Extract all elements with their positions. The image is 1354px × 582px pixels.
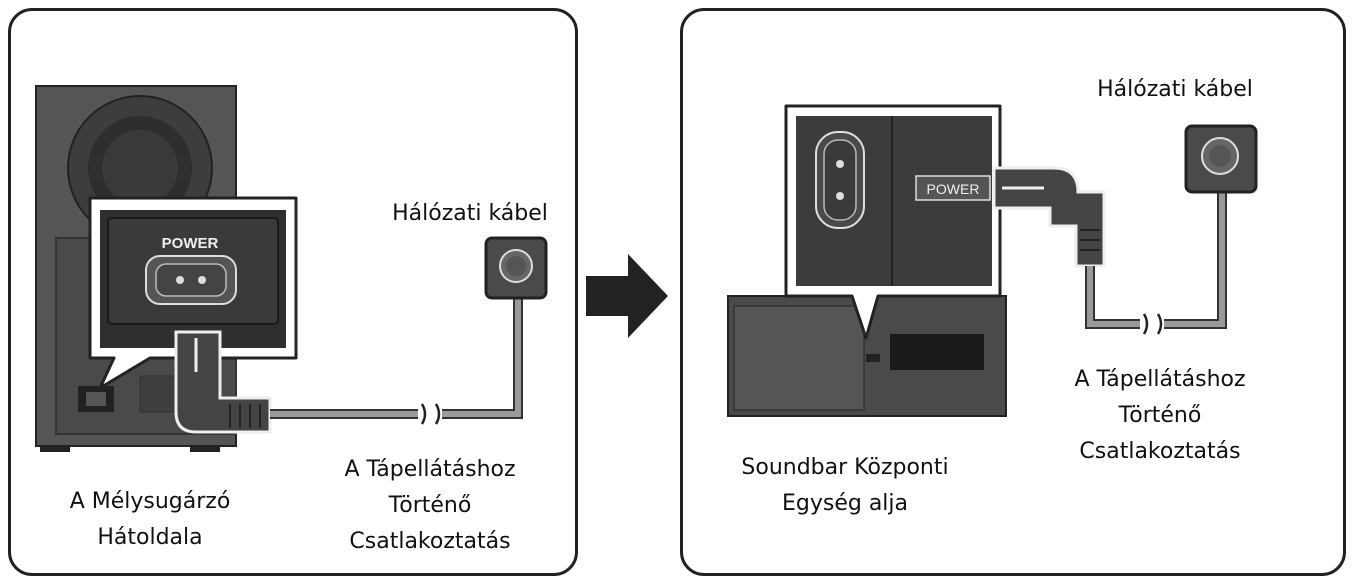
cable-label-left: Hálózati kábel (370, 196, 570, 232)
power-port-label-left: POWER (162, 235, 219, 252)
power-plug-right (992, 166, 1106, 268)
right-arrow-icon (586, 254, 668, 338)
device-label-left-line2: Hátoldala (97, 525, 203, 550)
connection-label-left-line2: Történő (388, 493, 472, 518)
power-plug-left (174, 330, 272, 434)
power-cable-left (270, 290, 523, 425)
connection-label-right-line2: Történő (1118, 403, 1202, 428)
cable-label-right: Hálózati kábel (1070, 72, 1280, 108)
cable-label-right-text: Hálózati kábel (1097, 77, 1253, 102)
power-cable-right (1085, 186, 1227, 335)
device-label-right-line2: Egység alja (781, 491, 909, 516)
connection-label-left-line3: Csatlakoztatás (349, 529, 511, 554)
wall-socket-left (484, 236, 548, 300)
connection-label-right-line1: A Tápellátáshoz (1074, 367, 1246, 392)
connection-label-right: A Tápellátáshoz Történő Csatlakoztatás (1040, 362, 1280, 470)
device-label-left: A Mélysugárzó Hátoldala (40, 484, 260, 556)
power-callout-left (88, 196, 298, 390)
connection-label-left-line1: A Tápellátáshoz (344, 457, 516, 482)
soundbar-unit (727, 295, 1007, 417)
device-label-left-line1: A Mélysugárzó (69, 489, 231, 514)
device-label-right-line1: Soundbar Központi (741, 455, 949, 480)
cable-label-left-text: Hálózati kábel (392, 201, 548, 226)
power-port-label-right: POWER (927, 181, 980, 197)
power-callout-right (784, 104, 1002, 340)
connection-label-left: A Tápellátáshoz Történő Csatlakoztatás (300, 452, 560, 560)
connection-label-right-line3: Csatlakoztatás (1079, 439, 1241, 464)
device-label-right: Soundbar Központi Egység alja (720, 450, 970, 522)
wall-socket-right (1184, 124, 1258, 194)
